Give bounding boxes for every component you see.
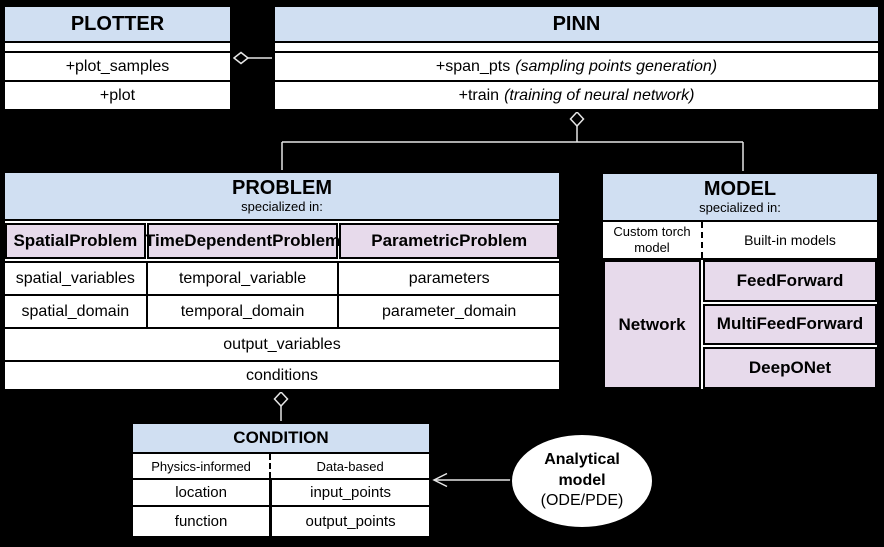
- problem-domains-row: spatial_domain temporal_domain parameter…: [5, 296, 559, 329]
- condition-row-1: location input_points: [133, 480, 429, 507]
- pinn-attributes-compartment: [275, 43, 878, 53]
- model-header: MODEL specialized in:: [603, 174, 877, 222]
- plotter-title: PLOTTER: [70, 12, 165, 35]
- plotter-class-box: PLOTTER +plot_samples +plot: [2, 4, 233, 112]
- method-note: (training of neural network): [504, 86, 695, 104]
- plotter-pinn-connector: [232, 51, 273, 65]
- method-name: +train: [458, 86, 500, 104]
- condition-kind-row: Physics-informed Data-based: [133, 454, 429, 480]
- pinn-header: PINN: [275, 7, 878, 43]
- method-note: (sampling points generation): [515, 57, 718, 75]
- parameter-domain-cell: parameter_domain: [337, 296, 559, 327]
- output-points-cell: output_points: [269, 507, 429, 536]
- time-dependent-problem-header: TimeDependentProblem: [145, 223, 340, 259]
- multifeedforward-cell: MultiFeedForward: [703, 303, 877, 346]
- condition-title: CONDITION: [233, 428, 329, 448]
- condition-class-box: CONDITION Physics-informed Data-based lo…: [130, 421, 432, 539]
- model-class-box: MODEL specialized in: Custom torch model…: [600, 171, 880, 392]
- pinn-class-box: PINN +span_pts (sampling points generati…: [272, 4, 881, 112]
- model-cells-grid: Network FeedForward MultiFeedForward Dee…: [603, 260, 877, 389]
- temporal-variable-cell: temporal_variable: [145, 263, 338, 294]
- pinn-title: PINN: [552, 12, 601, 35]
- analytical-model-line1: Analytical: [544, 450, 620, 468]
- spatial-variables-cell: spatial_variables: [15, 269, 135, 287]
- plotter-method-plot: +plot: [99, 86, 136, 104]
- condition-row-2: function output_points: [133, 507, 429, 536]
- model-title: MODEL: [703, 178, 777, 201]
- problem-class-box: PROBLEM specialized in: SpatialProblem T…: [2, 170, 562, 392]
- plotter-header: PLOTTER: [5, 7, 230, 43]
- problem-variables-row: spatial_variables temporal_variable para…: [5, 263, 559, 296]
- method-name: +span_pts: [435, 57, 511, 75]
- built-in-models-cell: Built-in models: [701, 222, 877, 258]
- conditions-row: conditions: [245, 366, 319, 384]
- aggregation-diamond-icon: [273, 390, 289, 408]
- function-cell: function: [174, 513, 228, 530]
- custom-torch-model-cell: Custom torch model: [613, 223, 691, 255]
- analytical-condition-arrow: [432, 472, 512, 488]
- deeponet-cell: DeepONet: [703, 347, 877, 389]
- model-kind-row: Custom torch model Built-in models: [603, 222, 877, 260]
- problem-subtitle: specialized in:: [241, 199, 323, 215]
- output-variables-row: output_variables: [5, 329, 559, 362]
- model-subtitle: specialized in:: [699, 200, 781, 216]
- problem-condition-connector: [273, 390, 289, 422]
- parameters-cell: parameters: [337, 263, 559, 294]
- condition-header: CONDITION: [133, 424, 429, 454]
- input-points-cell: input_points: [269, 480, 429, 505]
- physics-informed-cell: Physics-informed: [151, 458, 251, 474]
- analytical-model-line2: model: [558, 471, 606, 489]
- spatial-problem-header: SpatialProblem: [5, 223, 146, 259]
- open-arrowhead-icon: [432, 472, 448, 488]
- spatial-domain-cell: spatial_domain: [21, 302, 130, 320]
- pinn-children-connector: [281, 110, 744, 172]
- feedforward-cell: FeedForward: [703, 260, 877, 302]
- pinn-method-span-pts: +span_pts (sampling points generation): [275, 53, 878, 82]
- location-cell: location: [175, 484, 227, 501]
- problem-title: PROBLEM: [232, 177, 332, 200]
- parametric-problem-header: ParametricProblem: [339, 223, 559, 259]
- analytical-model-ellipse: Analytical model (ODE/PDE): [510, 433, 654, 529]
- aggregation-diamond-icon: [569, 110, 585, 128]
- plotter-attributes-compartment: [5, 43, 230, 53]
- problem-specializations-row: SpatialProblem TimeDependentProblem Para…: [5, 221, 559, 263]
- aggregation-diamond-icon: [232, 51, 250, 65]
- temporal-domain-cell: temporal_domain: [145, 296, 338, 327]
- pinn-method-train: +train (training of neural network): [275, 82, 878, 109]
- plotter-method-plot-samples: +plot_samples: [5, 53, 230, 82]
- analytical-model-line3: (ODE/PDE): [540, 492, 624, 510]
- problem-header: PROBLEM specialized in:: [5, 173, 559, 221]
- data-based-cell: Data-based: [269, 454, 429, 478]
- network-cell: Network: [603, 260, 701, 389]
